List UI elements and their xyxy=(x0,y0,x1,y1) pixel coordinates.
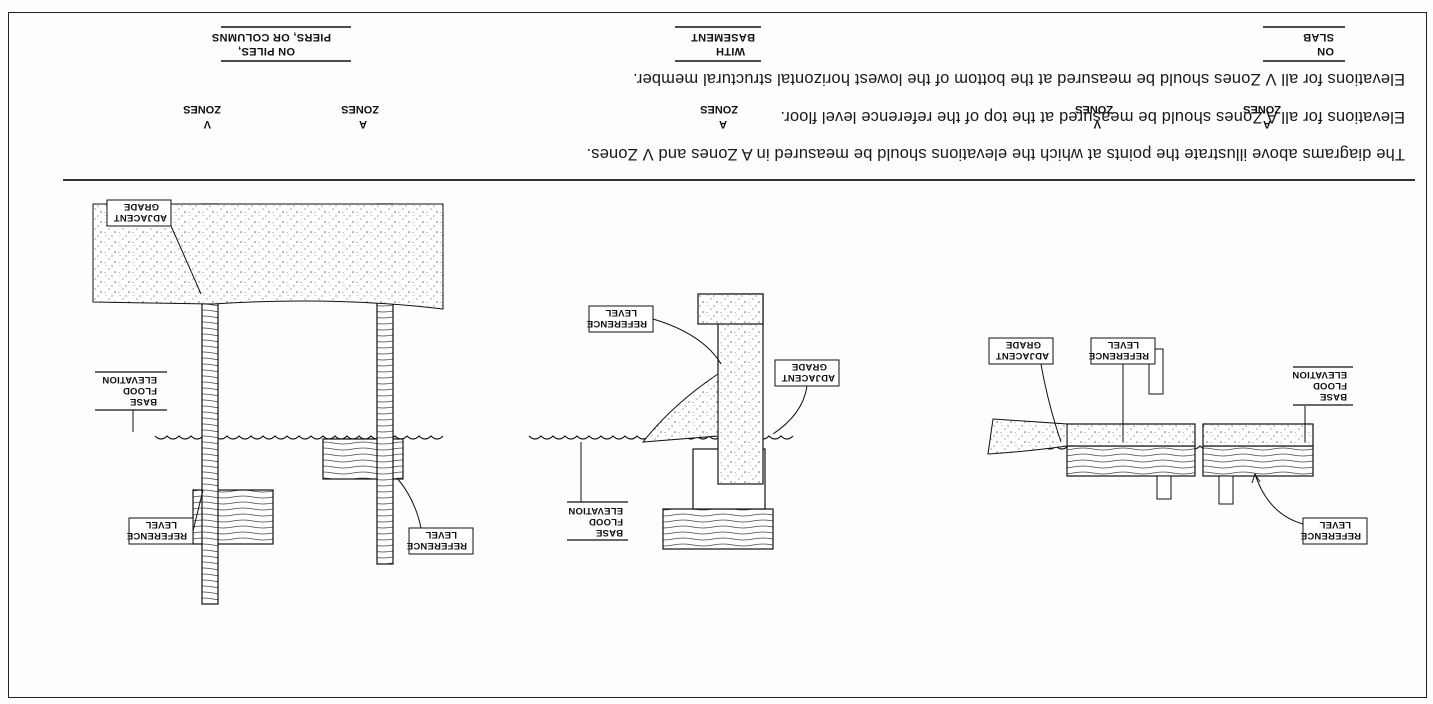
base-flood-line-2: FLOOD xyxy=(589,516,623,527)
reference-level-right-line-2: LEVEL xyxy=(1107,339,1139,350)
zone-a-letter: A xyxy=(359,118,367,130)
zone-a-label: ZONES xyxy=(341,103,379,115)
reference-level-a-line-2: LEVEL xyxy=(425,529,457,540)
base-flood-line-1: BASE xyxy=(596,527,623,538)
diagram-with-basement: WITH BASEMENT A ZONES BASE FLOOD ELEVATI… xyxy=(528,26,840,550)
base-flood-line-3: ELEVATION xyxy=(1292,369,1347,380)
zone-a-label: ZONES xyxy=(700,103,738,115)
adjacent-grade-line-1: ADJACENT xyxy=(996,350,1049,361)
zone-a-letter: A xyxy=(1263,118,1271,130)
caption-line-1: WITH xyxy=(716,45,745,57)
reference-level-left-line-2: LEVEL xyxy=(1319,519,1351,530)
diagram-on-piles: ON PILES, PIERS, OR COLUMNS A ZONES V ZO… xyxy=(92,26,474,605)
caption-line-2: BASEMENT xyxy=(691,31,755,43)
base-flood-line-1: BASE xyxy=(1320,391,1347,402)
caption-line-1: ON xyxy=(1317,45,1334,57)
base-flood-line-3: ELEVATION xyxy=(102,374,157,385)
base-flood-line-2: FLOOD xyxy=(1313,380,1347,391)
note-v-zones: Elevations for all V Zones should be mea… xyxy=(632,70,1405,88)
reference-level-left-line-1: REFERENCE xyxy=(1301,530,1361,541)
base-flood-line-3: ELEVATION xyxy=(568,505,623,516)
adjacent-grade-line-1: ADJACENT xyxy=(114,212,167,223)
caption-line-2: PIERS, OR COLUMNS xyxy=(212,31,331,43)
reference-level-line-1: REFERENCE xyxy=(587,318,647,329)
reference-level-right-line-1: REFERENCE xyxy=(1089,350,1149,361)
reference-level-a-line-1: REFERENCE xyxy=(407,540,467,551)
reference-level-v-line-2: LEVEL xyxy=(145,519,177,530)
zone-v-label: ZONES xyxy=(1075,103,1113,115)
caption-line-1: ON PILES, xyxy=(238,45,295,57)
reference-level-v-line-1: REFERENCE xyxy=(127,530,187,541)
zone-a-letter: A xyxy=(719,118,727,130)
zone-v-letter: V xyxy=(1093,118,1101,130)
zone-a-label: ZONES xyxy=(1243,103,1281,115)
reference-level-line-2: LEVEL xyxy=(605,307,637,318)
adjacent-grade-line-2: GRADE xyxy=(1006,339,1041,350)
divider-rule xyxy=(63,179,1415,181)
base-flood-line-1: BASE xyxy=(130,396,157,407)
zone-v-label: ZONES xyxy=(183,103,221,115)
zone-v-letter: V xyxy=(203,118,211,130)
diagram-on-slab: ON SLAB A ZONES V ZONES REFERENCE L xyxy=(987,26,1368,545)
base-flood-line-2: FLOOD xyxy=(123,385,157,396)
adjacent-grade-line-2: GRADE xyxy=(124,201,159,212)
adjacent-grade-line-2: GRADE xyxy=(792,361,827,372)
adjacent-grade-line-1: ADJACENT xyxy=(782,372,835,383)
note-diagram-intro: The diagrams above illustrate the points… xyxy=(586,145,1405,163)
caption-line-2: SLAB xyxy=(1303,31,1334,43)
note-a-zones: Elevations for all A Zones should be mea… xyxy=(780,108,1405,126)
